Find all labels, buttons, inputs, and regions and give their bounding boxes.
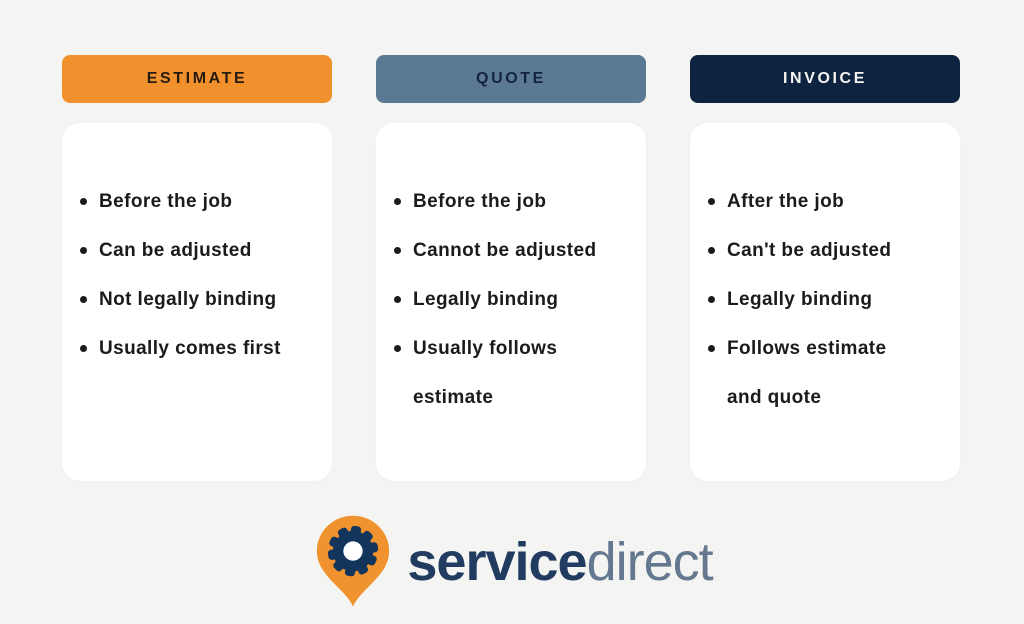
- list-item: Not legally binding: [78, 275, 326, 324]
- estimate-header-badge: ESTIMATE: [62, 55, 332, 103]
- list-item: Legally binding: [706, 275, 954, 324]
- quote-card: Before the job Cannot be adjusted Legall…: [376, 123, 646, 481]
- list-item: Can't be adjusted: [706, 226, 954, 275]
- column-quote: QUOTE Before the job Cannot be adjusted …: [376, 55, 646, 481]
- brand-logo: servicedirect: [0, 510, 1024, 614]
- quote-header-badge: QUOTE: [376, 55, 646, 103]
- list-item: Follows estimate and quote: [706, 324, 954, 422]
- list-item: After the job: [706, 177, 954, 226]
- invoice-header-badge: INVOICE: [690, 55, 960, 103]
- list-item: Before the job: [78, 177, 326, 226]
- column-invoice: INVOICE After the job Can't be adjusted …: [690, 55, 960, 481]
- invoice-list: After the job Can't be adjusted Legally …: [690, 123, 960, 422]
- estimate-card: Before the job Can be adjusted Not legal…: [62, 123, 332, 481]
- gear-pin-icon: [317, 515, 390, 607]
- brand-text-primary: service: [407, 532, 587, 592]
- estimate-header-label: ESTIMATE: [146, 70, 248, 87]
- estimate-list: Before the job Can be adjusted Not legal…: [62, 123, 332, 373]
- brand-text-secondary: direct: [586, 532, 714, 592]
- list-item: Usually comes first: [78, 324, 326, 373]
- brand-wordmark: servicedirect: [407, 532, 714, 592]
- quote-header-label: QUOTE: [476, 70, 546, 87]
- list-item: Can be adjusted: [78, 226, 326, 275]
- list-item: Usually follows estimate: [392, 324, 640, 422]
- invoice-header-label: INVOICE: [783, 70, 867, 87]
- quote-list: Before the job Cannot be adjusted Legall…: [376, 123, 646, 422]
- invoice-card: After the job Can't be adjusted Legally …: [690, 123, 960, 481]
- list-item: Before the job: [392, 177, 640, 226]
- column-estimate: ESTIMATE Before the job Can be adjusted …: [62, 55, 332, 481]
- list-item: Cannot be adjusted: [392, 226, 640, 275]
- list-item: Legally binding: [392, 275, 640, 324]
